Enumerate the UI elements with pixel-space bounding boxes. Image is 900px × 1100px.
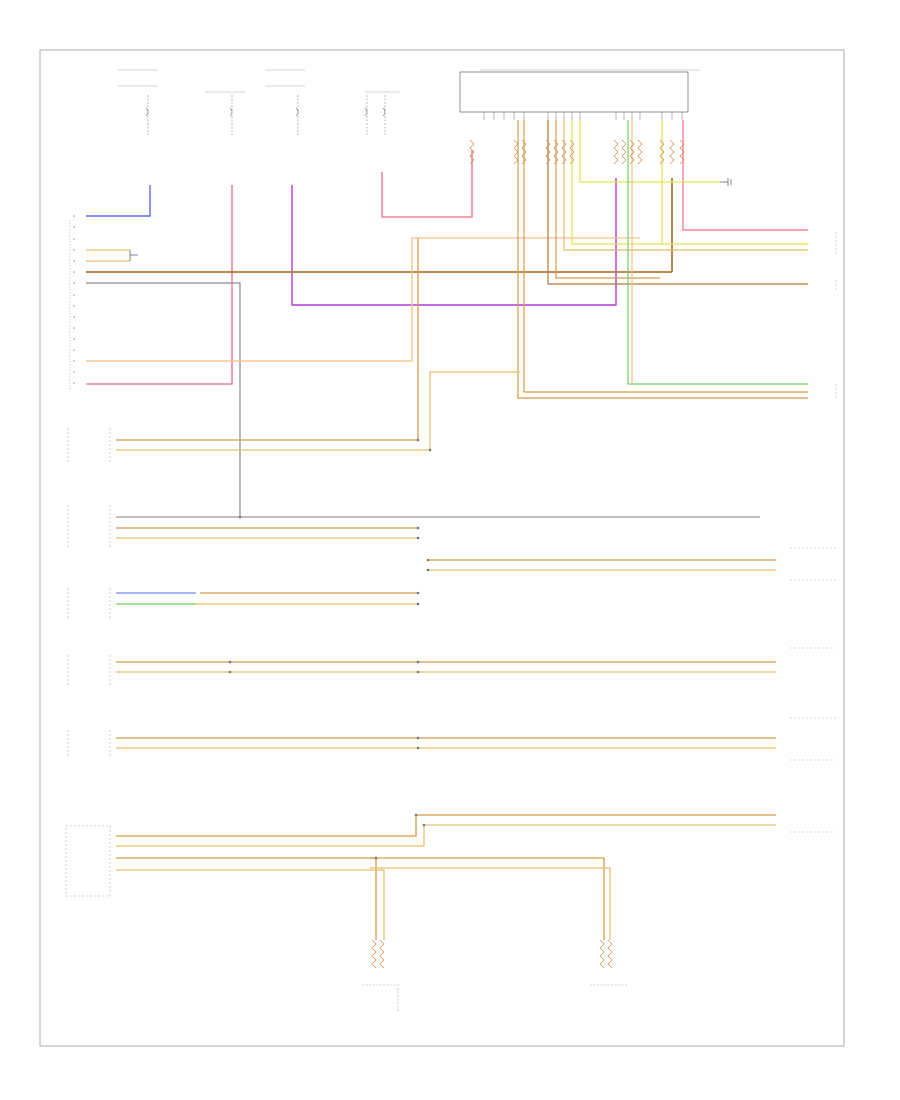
fuse-4 xyxy=(364,91,400,135)
module-f xyxy=(65,825,111,897)
wire-right-mid xyxy=(428,559,776,571)
sensor-left xyxy=(362,984,400,1012)
wire-magenta xyxy=(291,178,617,306)
wire-module-b xyxy=(116,516,760,539)
splice-dots xyxy=(228,438,432,860)
control-module xyxy=(459,69,700,120)
module-b xyxy=(67,505,111,548)
fuse-1 xyxy=(118,69,158,135)
wire-blue-1 xyxy=(86,185,151,217)
module-d xyxy=(67,655,111,685)
wire-orange-row-361 xyxy=(86,237,640,362)
wire-pink-2 xyxy=(381,150,473,218)
module-e xyxy=(67,730,111,756)
wire-pink-1 xyxy=(86,185,233,385)
module-a xyxy=(67,428,111,462)
wire-module-a xyxy=(116,238,520,451)
wire-brown-row-272 xyxy=(86,178,673,273)
right-component-markers xyxy=(790,232,837,833)
module-c xyxy=(67,588,111,618)
wire-pink-3 xyxy=(682,120,808,231)
wire-module-d xyxy=(116,661,776,673)
fuse-3 xyxy=(265,69,305,135)
wire-orange-row-250 xyxy=(86,249,130,262)
wire-module-f xyxy=(116,814,776,940)
ground-icon xyxy=(720,178,732,186)
wire-grey-row-283 xyxy=(86,282,241,517)
wire-harness-top xyxy=(517,120,808,399)
diagram-frame xyxy=(39,49,845,1047)
wire-module-c xyxy=(116,592,418,605)
connector-braids xyxy=(371,139,685,969)
ground-icon-left xyxy=(129,250,138,261)
diagnostic-connector xyxy=(69,215,75,390)
fuse-2 xyxy=(205,91,245,135)
wire-module-e xyxy=(116,737,776,749)
